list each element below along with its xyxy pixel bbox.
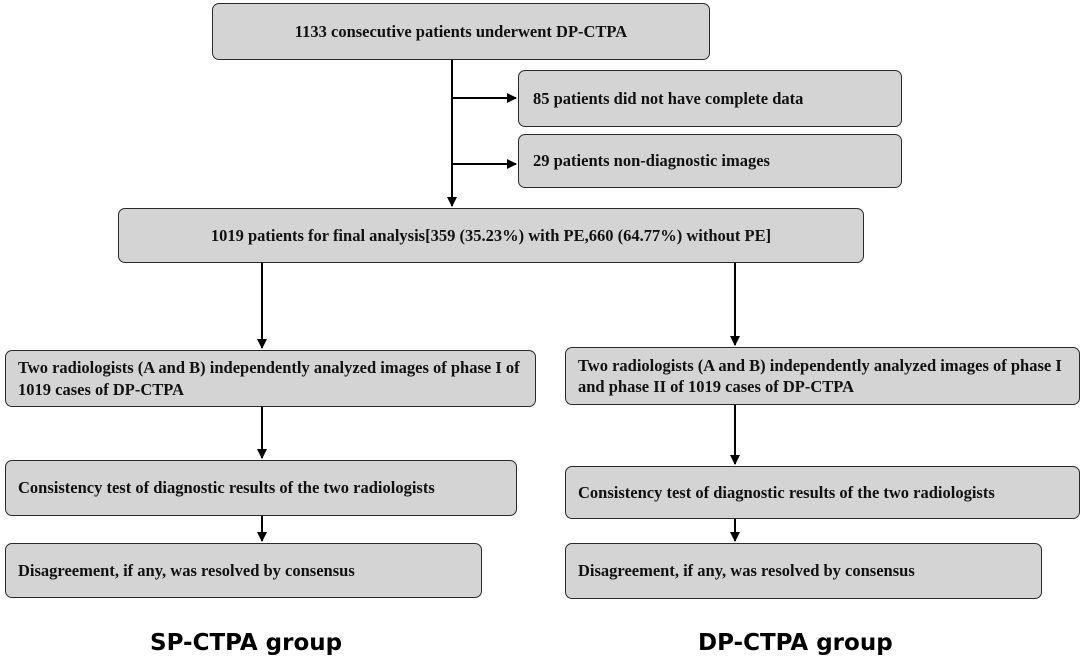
right-disagreement-box: Disagreement, if any, was resolved by co… — [565, 543, 1042, 599]
right-disagreement-text: Disagreement, if any, was resolved by co… — [578, 561, 915, 581]
left-analysis-box: Two radiologists (A and B) independently… — [5, 350, 536, 407]
left-disagreement-text: Disagreement, if any, was resolved by co… — [18, 560, 355, 580]
right-analysis-box: Two radiologists (A and B) independently… — [565, 347, 1080, 405]
excluded-incomplete-box: 85 patients did not have complete data — [518, 70, 902, 127]
left-analysis-text: Two radiologists (A and B) independently… — [18, 358, 520, 399]
right-consistency-box: Consistency test of diagnostic results o… — [565, 466, 1080, 519]
left-consistency-box: Consistency test of diagnostic results o… — [5, 460, 517, 516]
final-analysis-text: 1019 patients for final analysis[359 (35… — [210, 225, 772, 245]
right-consistency-text: Consistency test of diagnostic results o… — [578, 482, 995, 502]
excluded-nondiagnostic-text: 29 patients non-diagnostic images — [533, 151, 770, 171]
sp-ctpa-group-label: SP-CTPA group — [150, 630, 343, 656]
final-analysis-box: 1019 patients for final analysis[359 (35… — [118, 208, 864, 263]
excluded-nondiagnostic-box: 29 patients non-diagnostic images — [518, 134, 902, 188]
excluded-incomplete-text: 85 patients did not have complete data — [533, 88, 804, 108]
dp-ctpa-group-label: DP-CTPA group — [698, 630, 893, 656]
start-box: 1133 consecutive patients underwent DP-C… — [212, 3, 710, 60]
left-consistency-text: Consistency test of diagnostic results o… — [18, 478, 435, 498]
right-analysis-text: Two radiologists (A and B) independently… — [578, 355, 1062, 396]
start-box-text: 1133 consecutive patients underwent DP-C… — [294, 21, 628, 41]
left-disagreement-box: Disagreement, if any, was resolved by co… — [5, 543, 482, 598]
